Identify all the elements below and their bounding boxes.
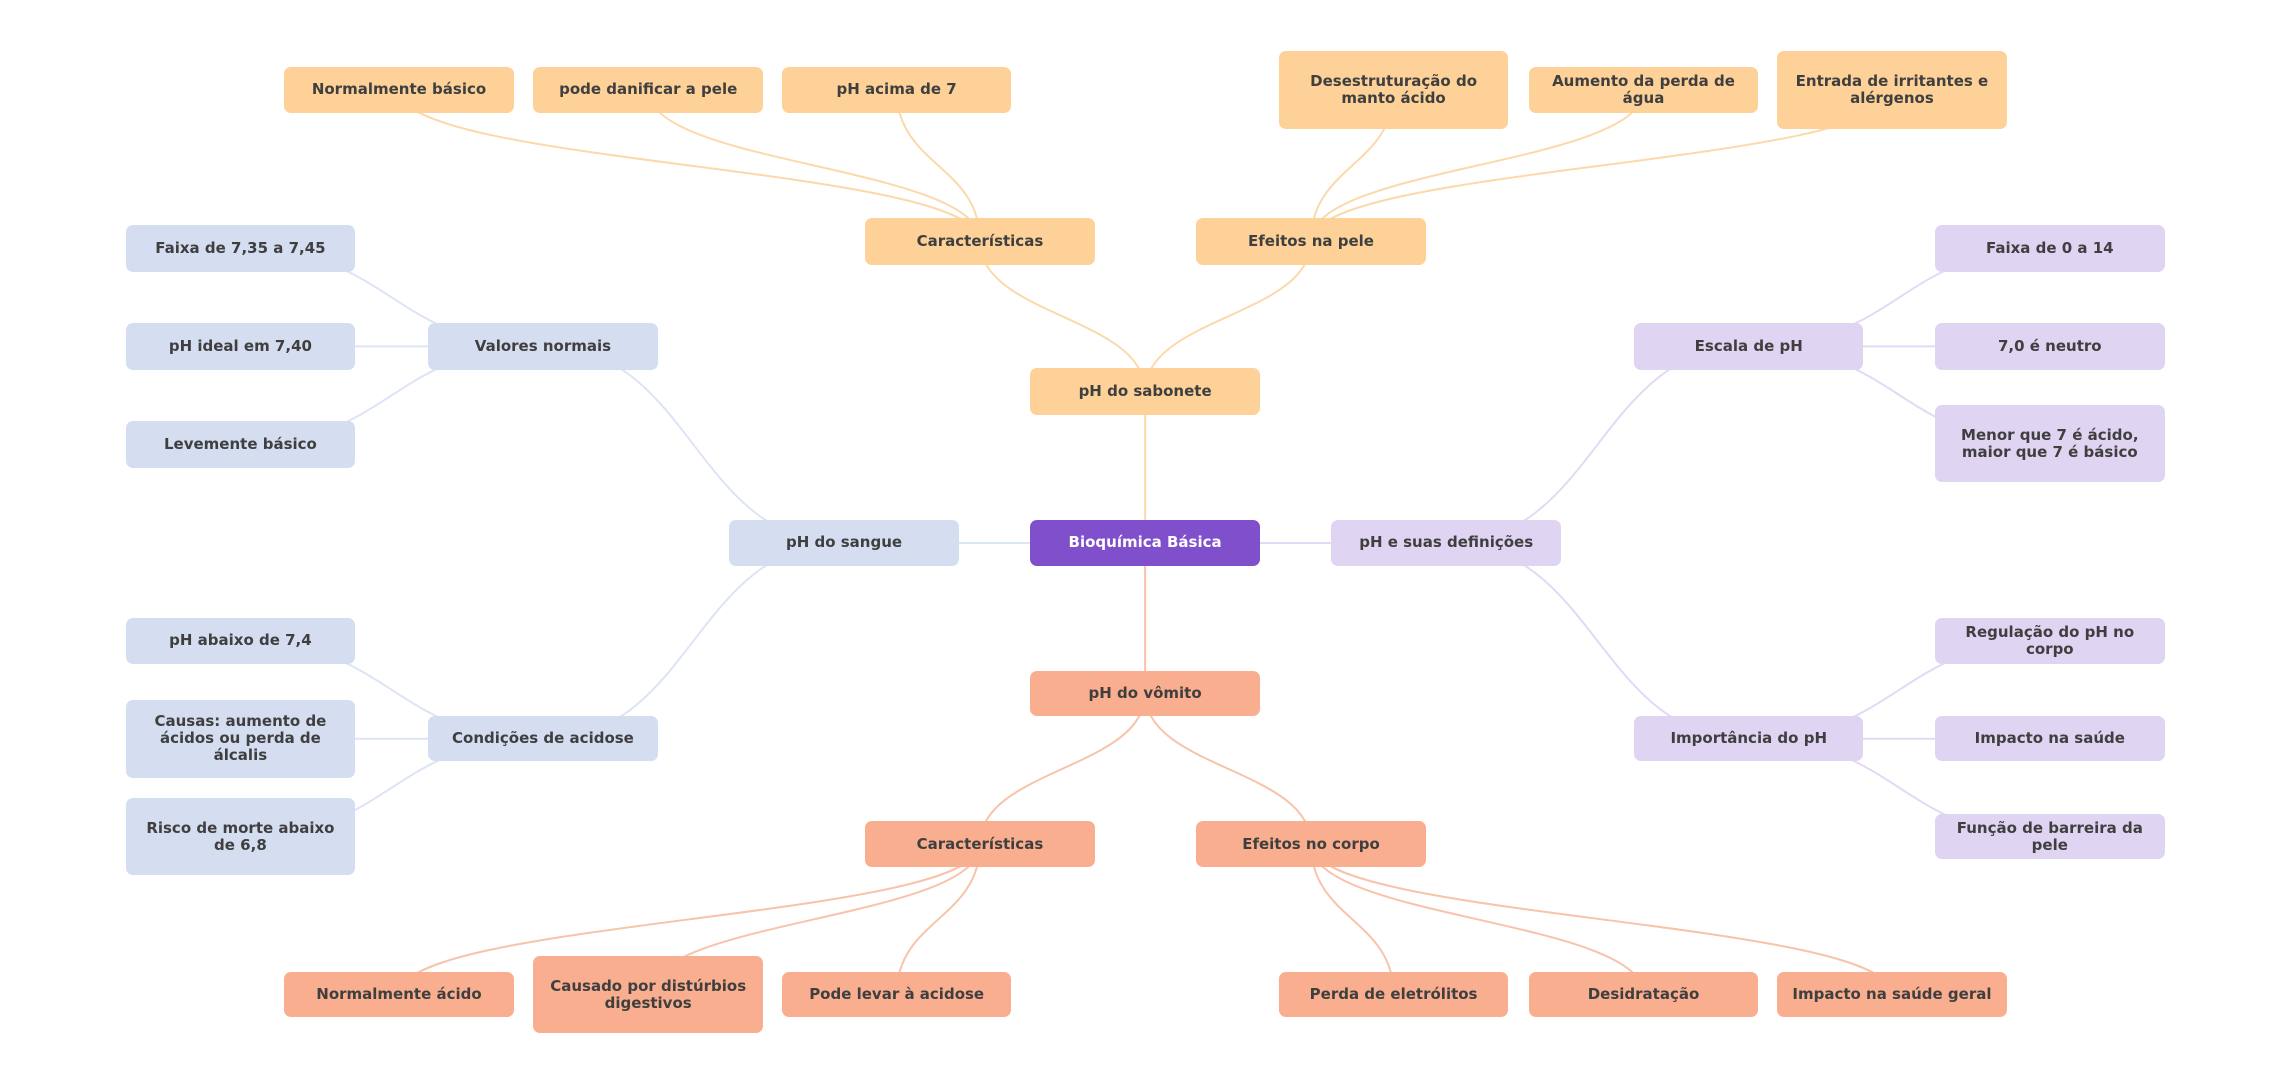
mindmap-node-soap-char-2[interactable]: pode danificar a pele xyxy=(533,67,763,113)
node-label: Pode levar à acidose xyxy=(809,985,985,1004)
node-label: Desidratação xyxy=(1587,985,1700,1004)
mindmap-node-def[interactable]: pH e suas definições xyxy=(1331,520,1561,566)
node-label: Faixa de 7,35 a 7,45 xyxy=(155,238,326,257)
mindmap-node-vomit-char-3[interactable]: Pode levar à acidose xyxy=(781,971,1012,1018)
node-label: Causado por distúrbios digestivos xyxy=(550,976,747,1012)
mindmap-node-blood-norm[interactable]: Valores normais xyxy=(428,323,658,370)
mindmap-node-vomit-eff-3[interactable]: Impacto na saúde geral xyxy=(1777,971,2007,1018)
node-label: Bioquímica Básica xyxy=(1068,533,1222,552)
node-label: Características xyxy=(916,231,1044,250)
mindmap-node-soap-char-1[interactable]: Normalmente básico xyxy=(283,67,515,113)
link-vomit-vomit_eff xyxy=(1144,693,1312,845)
mindmap-node-vomit-eff[interactable]: Efeitos no corpo xyxy=(1195,821,1427,867)
node-label: pH abaixo de 7,4 xyxy=(169,631,312,650)
mindmap-node-blood-acid[interactable]: Condições de acidose xyxy=(428,716,658,762)
node-label: pode danificar a pele xyxy=(559,80,738,99)
mindmap-node-def-scale-1[interactable]: Faixa de 0 a 14 xyxy=(1935,225,2165,272)
node-label: Levemente básico xyxy=(163,434,317,453)
node-label: Regulação do pH no corpo xyxy=(1965,622,2135,658)
link-vomit_eff-vomit_eff_2 xyxy=(1310,844,1645,995)
node-label: pH acima de 7 xyxy=(836,80,957,99)
mindmap-node-soap-char-3[interactable]: pH acima de 7 xyxy=(781,67,1012,113)
node-label: pH e suas definições xyxy=(1359,533,1534,552)
node-label: pH do sabonete xyxy=(1078,382,1212,401)
mindmap-node-soap-eff[interactable]: Efeitos na pele xyxy=(1195,217,1427,265)
mindmap-node-blood-norm-1[interactable]: Faixa de 7,35 a 7,45 xyxy=(125,225,356,272)
mindmap-node-soap-eff-1[interactable]: Desestruturação do manto ácido xyxy=(1278,51,1509,129)
mindmap-node-def-imp-2[interactable]: Impacto na saúde xyxy=(1935,716,2165,762)
mindmap-node-blood[interactable]: pH do sangue xyxy=(729,520,959,566)
mindmap-node-vomit-char[interactable]: Características xyxy=(865,821,1095,867)
node-label: Características xyxy=(916,834,1044,853)
link-blood-blood_norm xyxy=(542,345,845,544)
link-soap_char-soap_char_2 xyxy=(647,89,981,242)
link-vomit-vomit_char xyxy=(978,693,1147,845)
node-label: Perda de eletrólitos xyxy=(1309,985,1478,1004)
link-soap_char-soap_char_3 xyxy=(895,89,981,242)
mindmap-node-soap[interactable]: pH do sabonete xyxy=(1030,368,1260,416)
node-label: pH do vômito xyxy=(1088,683,1202,702)
link-soap_char-soap_char_1 xyxy=(398,89,981,242)
node-label: Entrada de irritantes e alérgenos xyxy=(1795,71,1989,107)
mindmap-node-def-scale-2[interactable]: 7,0 é neutro xyxy=(1935,323,2165,370)
node-label: pH do sangue xyxy=(785,533,903,552)
node-label: Efeitos na pele xyxy=(1248,231,1374,250)
node-label: Risco de morte abaixo de 6,8 xyxy=(146,818,335,854)
node-label: 7,0 é neutro xyxy=(1997,336,2102,355)
mindmap-node-vomit-eff-1[interactable]: Perda de eletrólitos xyxy=(1278,971,1509,1018)
node-label: Impacto na saúde xyxy=(1974,729,2125,748)
mindmap-node-vomit[interactable]: pH do vômito xyxy=(1030,670,1260,717)
mindmap-node-def-scale[interactable]: Escala de pH xyxy=(1634,323,1864,370)
link-def-def_imp xyxy=(1446,541,1749,740)
link-vomit_char-vomit_char_3 xyxy=(895,844,981,995)
mindmap-node-soap-char[interactable]: Características xyxy=(865,217,1095,265)
node-label: Efeitos no corpo xyxy=(1242,834,1380,853)
link-soap_eff-soap_eff_2 xyxy=(1310,89,1645,242)
link-vomit_char-vomit_char_1 xyxy=(398,843,981,995)
node-label: Menor que 7 é ácido, maior que 7 é básic… xyxy=(1961,425,2139,461)
link-blood-blood_acid xyxy=(542,541,845,740)
node-label: Aumento da perda de água xyxy=(1552,71,1735,107)
mindmap-node-vomit-char-1[interactable]: Normalmente ácido xyxy=(283,971,515,1018)
root-node[interactable]: Bioquímica Básica xyxy=(1030,520,1260,566)
link-def-def_scale xyxy=(1446,345,1749,544)
node-label: Causas: aumento de ácidos ou perda de ál… xyxy=(154,712,327,765)
mindmap-node-def-imp-3[interactable]: Função de barreira da pele xyxy=(1935,814,2165,860)
mindmap-node-blood-norm-2[interactable]: pH ideal em 7,40 xyxy=(125,323,356,370)
mindmap-node-def-imp[interactable]: Importância do pH xyxy=(1634,716,1864,762)
node-label: Importância do pH xyxy=(1670,729,1827,748)
mindmap-node-blood-acid-2[interactable]: Causas: aumento de ácidos ou perda de ál… xyxy=(125,700,356,778)
node-label: Escala de pH xyxy=(1694,336,1803,355)
mindmap-node-blood-norm-3[interactable]: Levemente básico xyxy=(125,420,356,468)
node-label: Valores normais xyxy=(474,336,612,355)
node-label: Desestruturação do manto ácido xyxy=(1310,71,1477,107)
node-label: Impacto na saúde geral xyxy=(1792,985,1992,1004)
link-soap-soap_eff xyxy=(1144,241,1312,392)
mindmap-node-def-scale-3[interactable]: Menor que 7 é ácido, maior que 7 é básic… xyxy=(1935,404,2165,483)
node-label: Função de barreira da pele xyxy=(1956,818,2143,854)
link-soap-soap_char xyxy=(978,241,1147,392)
node-label: Faixa de 0 a 14 xyxy=(1985,238,2114,257)
mindmap-node-blood-acid-3[interactable]: Risco de morte abaixo de 6,8 xyxy=(125,798,356,876)
node-label: pH ideal em 7,40 xyxy=(168,336,312,355)
node-label: Condições de acidose xyxy=(452,729,634,748)
mindmap-node-vomit-eff-2[interactable]: Desidratação xyxy=(1528,971,1759,1018)
mindmap-node-vomit-char-2[interactable]: Causado por distúrbios digestivos xyxy=(533,955,763,1034)
link-vomit_eff-vomit_eff_1 xyxy=(1310,844,1395,995)
mindmap-node-soap-eff-2[interactable]: Aumento da perda de água xyxy=(1528,67,1759,113)
node-label: Normalmente básico xyxy=(311,80,487,99)
mindmap-node-soap-eff-3[interactable]: Entrada de irritantes e alérgenos xyxy=(1777,51,2007,129)
mindmap-node-blood-acid-1[interactable]: pH abaixo de 7,4 xyxy=(125,618,356,664)
node-label: Normalmente ácido xyxy=(316,985,482,1004)
mindmap-node-def-imp-1[interactable]: Regulação do pH no corpo xyxy=(1935,618,2165,664)
link-vomit_eff-vomit_eff_3 xyxy=(1310,843,1893,995)
